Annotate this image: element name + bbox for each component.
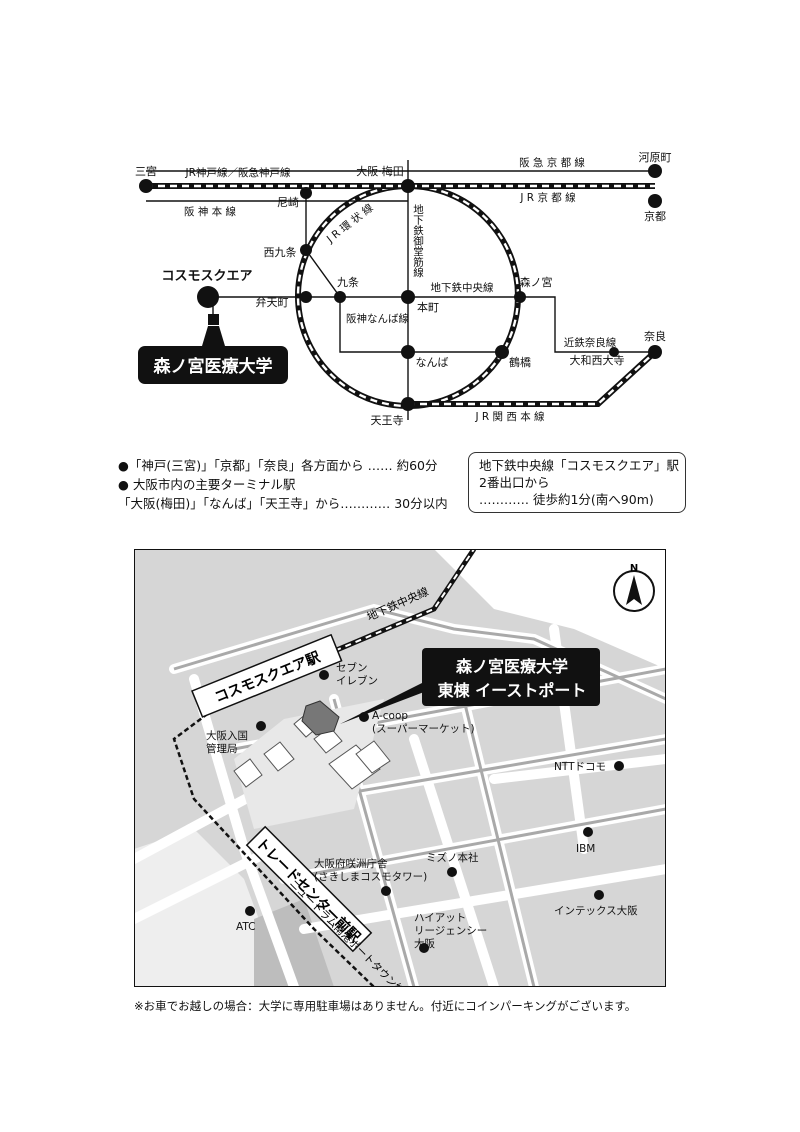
station-namba: なんば — [416, 356, 449, 369]
school-label: 森ノ宮医療大学 — [154, 356, 273, 377]
landmark-atc: ATC — [236, 921, 256, 933]
station-sannomiya: 三宮 — [135, 164, 157, 178]
line-hankyu-kyoto: 阪 急 京 都 線 — [519, 156, 585, 169]
line-jr-kyoto: J R 京 都 線 — [519, 191, 576, 204]
line-hanshin-main: 阪 神 本 線 — [184, 205, 237, 218]
station-tennoji: 天王寺 — [371, 414, 404, 427]
station-kujo: 九条 — [337, 275, 359, 289]
landmark-immigration: 大阪入国管理局 — [206, 729, 248, 755]
station-yamato-saidaiji: 大和西大寺 — [570, 353, 625, 367]
access-line-2: ● 大阪市内の主要ターミナル駅 — [118, 477, 296, 492]
station-osaka-umeda: 大阪·梅田 — [356, 164, 404, 178]
line-chuo: 地下鉄中央線 — [431, 281, 494, 294]
landmark-ibm: IBM — [576, 843, 595, 855]
line-jr-kansai: J R 関 西 本 線 — [474, 410, 545, 423]
footnote: ※お車でお越しの場合：大学に専用駐車場はありません。付近にコインパーキングがござ… — [134, 999, 637, 1013]
access-box: 地下鉄中央線「コスモスクエア」駅 2番出口から ………… 徒歩約1分(南へ90m… — [468, 452, 686, 513]
landmark-seven-eleven: セブンイレブン — [336, 661, 378, 687]
access-info: ●「神戸(三宮)」「京都」「奈良」各方面から …… 約60分 ● 大阪市内の主要… — [118, 457, 448, 512]
station-kyoto: 京都 — [644, 209, 666, 223]
area-map: コスモスクエア駅 トレードセンター前駅 ニュートラム南港ポートタウン線 地下鉄中… — [134, 549, 666, 987]
station-cosmo-square: コスモスクエア — [161, 269, 252, 284]
landmark-ntt: NTTドコモ — [554, 761, 606, 773]
callout-line-1: 森ノ宮医療大学 — [456, 657, 568, 676]
access-box-line-3: ………… 徒歩約1分(南へ90m) — [479, 492, 654, 507]
station-nara: 奈良 — [644, 329, 666, 343]
school-label-bg — [138, 346, 288, 384]
landmark-prefecture: 大阪府咲洲庁舎(さきしまコスモタワー) — [314, 857, 427, 883]
station-honmachi: 本町 — [417, 300, 439, 314]
access-line-3: 「大阪(梅田)」「なんば」「天王寺」から………… 30分以内 — [118, 496, 448, 511]
station-morinomiya: 森ノ宮 — [520, 275, 553, 289]
callout-bg — [422, 648, 600, 706]
landmark-mizuno: ミズノ本社 — [426, 851, 479, 864]
line-jr-loop: J R 環 状 線 — [323, 201, 376, 246]
landmark-intex: インテックス大阪 — [554, 904, 638, 917]
line-hanshin-namba: 阪神なんば線 — [346, 312, 409, 325]
station-dots — [139, 164, 662, 411]
access-line-1: ●「神戸(三宮)」「京都」「奈良」各方面から …… 約60分 — [118, 458, 438, 473]
route-map: 三宮 大阪·梅田 河原町 京都 尼崎 西九条 九条 弁天町 本町 森ノ宮 なんば… — [135, 151, 672, 427]
access-box-line-1: 地下鉄中央線「コスモスクエア」駅 — [479, 458, 680, 473]
line-jr-kobe: JR神戸線／阪急神戸線 — [185, 166, 291, 179]
callout-line-2: 東棟 イーストポート — [438, 681, 587, 700]
landmark-acoop: A-coop(スーパーマーケット) — [372, 710, 475, 735]
compass-icon: N — [613, 563, 655, 612]
station-tsuruhashi: 鶴橋 — [509, 355, 531, 369]
line-kintetsu-nara: 近鉄奈良線 — [564, 336, 617, 349]
compass-label: N — [630, 563, 638, 574]
station-kawaramachi: 河原町 — [639, 151, 672, 164]
access-box-line-2: 2番出口から — [479, 475, 550, 490]
station-nishikujo: 西九条 — [264, 245, 297, 259]
station-amagasaki: 尼崎 — [277, 195, 299, 209]
station-bentencho: 弁天町 — [256, 295, 289, 309]
line-midosuji: 地下鉄御堂筋線 — [412, 203, 424, 277]
jr-kansai-line — [408, 349, 658, 407]
landmark-hyatt: ハイアットリージェンシー大阪 — [414, 912, 487, 950]
